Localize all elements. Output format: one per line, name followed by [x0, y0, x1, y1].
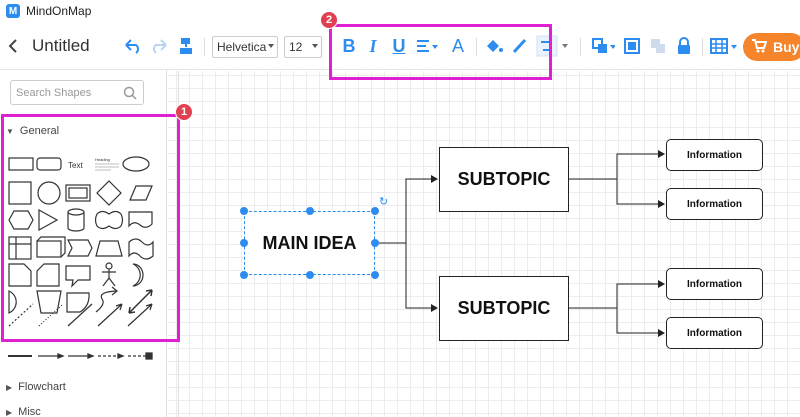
- font-size-value: 12: [289, 40, 303, 54]
- general-shapes-grid[interactable]: Text Heading: [6, 154, 156, 330]
- buy-button[interactable]: Buy: [743, 33, 800, 61]
- font-color-label: A: [451, 35, 464, 56]
- triangle-right-icon: ▶: [6, 407, 13, 417]
- cart-icon: [751, 38, 768, 56]
- section-label: Flowchart: [18, 381, 66, 393]
- font-color-icon[interactable]: A: [447, 22, 469, 70]
- buy-label: Buy: [773, 39, 800, 55]
- subtopic-label: SUBTOPIC: [457, 298, 551, 318]
- arrange-icon[interactable]: [590, 22, 616, 70]
- app-name: MindOnMap: [26, 4, 92, 18]
- information-node[interactable]: Information: [666, 188, 763, 220]
- triangle-right-icon: ▶: [6, 382, 13, 392]
- title-bar: M MindOnMap: [0, 0, 800, 22]
- resize-handle[interactable]: [371, 271, 379, 279]
- search-icon: [123, 86, 137, 103]
- section-flowchart[interactable]: ▶ Flowchart: [6, 381, 66, 393]
- undo-icon[interactable]: [122, 22, 144, 70]
- document-title[interactable]: Untitled: [32, 36, 90, 55]
- annotation-badge: 1: [175, 103, 193, 121]
- search-placeholder: Search Shapes: [16, 86, 92, 99]
- highlight-box-shapes: [1, 114, 180, 342]
- back-icon[interactable]: [4, 22, 22, 70]
- table-icon[interactable]: [710, 22, 738, 70]
- app-logo-icon: M: [6, 4, 20, 18]
- format-painter-icon[interactable]: [175, 22, 197, 70]
- information-node[interactable]: Information: [666, 268, 763, 300]
- resize-handle[interactable]: [371, 239, 379, 247]
- font-family-value: Helvetica: [217, 40, 267, 54]
- group-icon[interactable]: [621, 22, 643, 70]
- redo-icon[interactable]: [148, 22, 170, 70]
- subtopic-node[interactable]: SUBTOPIC: [439, 147, 569, 212]
- resize-handle[interactable]: [240, 207, 248, 215]
- main-idea-label: MAIN IDEA: [262, 232, 357, 253]
- highlight-box-formatting: [329, 24, 552, 80]
- align-icon[interactable]: [414, 22, 440, 70]
- ungroup-icon[interactable]: [647, 22, 669, 70]
- information-label: Information: [687, 327, 742, 339]
- information-label: Information: [687, 198, 742, 210]
- text-shape-label: Text: [68, 161, 83, 170]
- chevron-down-icon: [312, 44, 318, 48]
- section-label: General: [19, 125, 60, 137]
- toolbar: Untitled Helvetica 12 B I U: [0, 22, 800, 70]
- subtopic-label: SUBTOPIC: [457, 169, 551, 189]
- subtopic-node[interactable]: SUBTOPIC: [439, 276, 569, 341]
- font-size-select[interactable]: 12: [284, 36, 322, 58]
- chevron-down-icon: [268, 44, 274, 48]
- resize-handle[interactable]: [240, 271, 248, 279]
- triangle-down-icon: ▼: [6, 126, 14, 136]
- resize-handle[interactable]: [306, 271, 314, 279]
- information-node[interactable]: Information: [666, 139, 763, 171]
- section-misc[interactable]: ▶ Misc: [6, 406, 41, 417]
- rotate-handle-icon[interactable]: ↻: [379, 196, 389, 208]
- bold-icon[interactable]: B: [338, 22, 360, 70]
- section-label: Misc: [18, 406, 41, 417]
- line-color-icon[interactable]: [509, 22, 531, 70]
- annotation-badge: 2: [320, 11, 338, 29]
- main-idea-node[interactable]: MAIN IDEA: [244, 211, 375, 275]
- italic-icon[interactable]: I: [362, 22, 384, 70]
- fill-color-icon[interactable]: [483, 22, 505, 70]
- heading-shape-label: Heading: [95, 157, 110, 162]
- lock-icon[interactable]: [673, 22, 695, 70]
- resize-handle[interactable]: [371, 207, 379, 215]
- search-shapes-input[interactable]: Search Shapes: [10, 80, 144, 105]
- section-general[interactable]: ▼ General: [6, 125, 59, 137]
- information-node[interactable]: Information: [666, 317, 763, 349]
- shapes-panel: Search Shapes ▼ General Text Heading: [0, 70, 167, 417]
- information-label: Information: [687, 149, 742, 161]
- information-label: Information: [687, 278, 742, 290]
- font-family-select[interactable]: Helvetica: [212, 36, 278, 58]
- underline-icon[interactable]: U: [388, 22, 410, 70]
- resize-handle[interactable]: [240, 239, 248, 247]
- line-styles-row[interactable]: [6, 348, 156, 369]
- resize-handle[interactable]: [306, 207, 314, 215]
- italic-label: I: [369, 35, 377, 56]
- underline-label: U: [392, 35, 406, 56]
- bold-label: B: [342, 35, 356, 56]
